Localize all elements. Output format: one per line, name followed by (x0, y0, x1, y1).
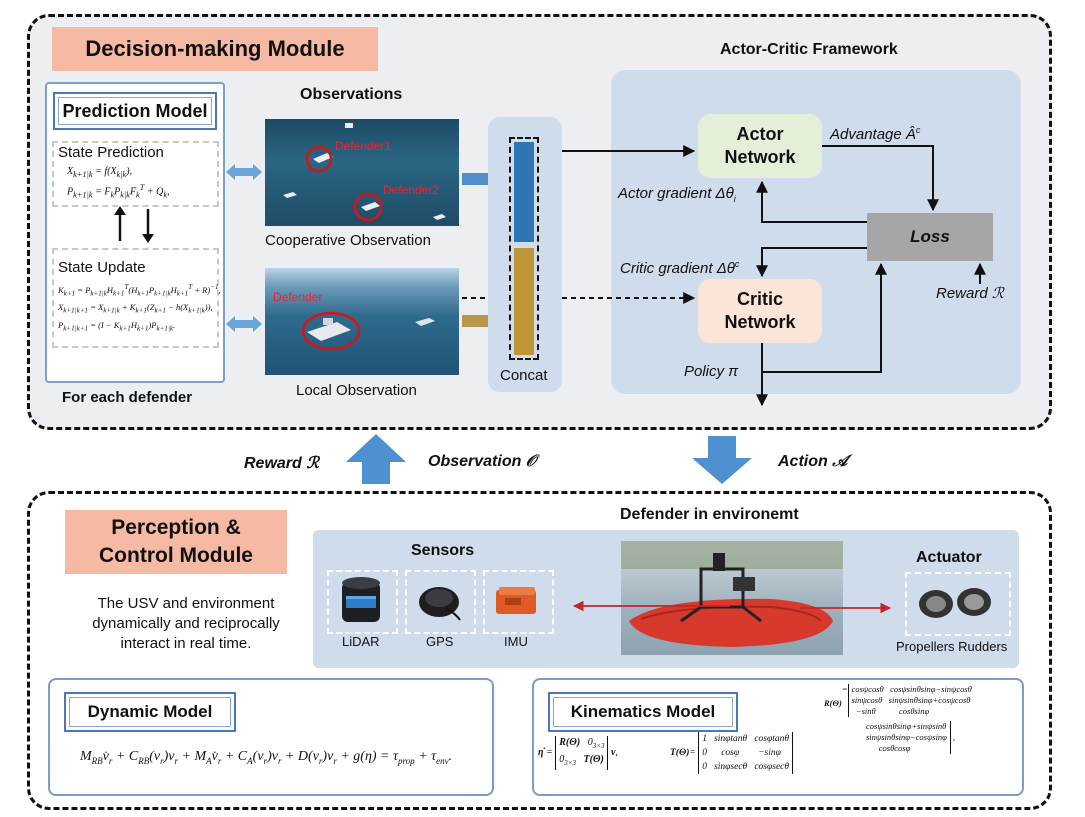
lidar-icon (342, 577, 380, 622)
state-update-label: State Update (58, 259, 146, 276)
defender2-label: Defender2 (383, 183, 440, 197)
imu-sensor-box (483, 570, 554, 634)
critic-network-line1: Critic (736, 289, 783, 309)
kinematics-T-equation: T(Θ)= 1 sinφtanθ cosφtanθ 0 cosφ −sinφ 0… (670, 732, 794, 774)
lidar-label: LiDAR (342, 634, 380, 649)
actuator-title: Actuator (916, 549, 982, 566)
critic-gradient-label: Critic gradient Δθc (620, 259, 740, 277)
cooperative-observation-image: Defender1 Defender2 (265, 119, 459, 226)
gps-sensor-box (405, 570, 476, 634)
state-prediction-label: State Prediction (58, 144, 164, 161)
update-eq-1: Kk+1 = Pk+1|kHk+1T(Hk+1Pk+1|kHk+1T + R)−… (58, 283, 221, 298)
dynamic-model-title: Dynamic Model (87, 702, 213, 721)
reward-input-label: Reward ℛ (936, 285, 1004, 302)
actor-gradient-label: Actor gradient Δθi (618, 185, 736, 204)
update-eq-2: Xk+1|k+1 = Xk+1|k + Kk+1(Zk+1 − h(Xk+1|k… (58, 302, 213, 315)
local-observation-caption: Local Observation (296, 382, 417, 399)
prediction-model-panel (45, 82, 225, 383)
concat-vector (509, 137, 539, 360)
defender1-label: Defender1 (335, 139, 392, 153)
reward-flow-label: Reward ℛ (244, 455, 320, 472)
defender-label: Defender (273, 290, 323, 304)
dynamic-model-equation: MRBv̇r + CRB(vr)vr + MAv̇r + CA(vr)vr + … (80, 749, 453, 766)
concat-local-segment (514, 248, 534, 355)
actor-network-line1: Actor (736, 124, 784, 144)
sensors-title: Sensors (411, 542, 475, 559)
state-cycle-arrows (114, 206, 154, 243)
actor-network-line2: Network (724, 147, 796, 167)
kinematics-model-title-box: Kinematics Model (548, 692, 738, 732)
reward-up-arrow (346, 434, 406, 484)
actuator-caption: Propellers Rudders (896, 639, 1008, 654)
state-update-box (52, 248, 219, 348)
perception-module-title: Perception &Control Module (65, 510, 287, 574)
dynamic-model-title-box: Dynamic Model (64, 692, 236, 732)
double-arrow-top (226, 164, 262, 180)
observation-flow-label: Observation 𝒪 (428, 453, 536, 470)
cooperative-observation-caption: Cooperative Observation (265, 232, 431, 249)
action-down-arrow (692, 436, 752, 484)
concat-cooperative-segment (514, 142, 534, 242)
defender-usv-photo (621, 541, 843, 655)
concat-label: Concat (500, 367, 548, 384)
policy-label: Policy π (684, 363, 739, 380)
decision-module-title: Decision-making Module (52, 27, 378, 71)
propeller-icon (919, 588, 991, 618)
for-each-defender-label: For each defender (62, 389, 193, 406)
critic-network-line2: Network (724, 312, 796, 332)
imu-label: IMU (504, 634, 528, 649)
prediction-eq-1: Xk+1|k = f(Xk|k), (67, 166, 133, 179)
actuator-box (905, 572, 1011, 636)
environment-title: Defender in environemt (620, 506, 799, 523)
action-flow-label: Action 𝒜 (778, 453, 848, 470)
state-prediction-box (52, 141, 219, 207)
sensor-actuator-connectors (572, 600, 892, 614)
observations-title: Observations (300, 86, 403, 103)
perception-description: The USV and environment dynamically and … (92, 595, 280, 652)
lidar-sensor-box (327, 570, 398, 634)
loss-box: Loss (867, 213, 993, 261)
local-observation-image: Defender (265, 268, 459, 375)
advantage-label: Advantage Âc (830, 125, 921, 143)
actor-critic-title: Actor-Critic Framework (720, 41, 898, 58)
gps-label: GPS (426, 634, 454, 649)
kinematics-model-title: Kinematics Model (570, 702, 716, 721)
imu-icon (496, 587, 536, 614)
gps-icon (419, 587, 461, 621)
update-eq-3: Pk+1|k+1 = (I − Kk+1Hk+1)Pk+1|k. (58, 320, 176, 333)
kinematics-eta-equation: η̇ = R(Θ) 03×3 03×3 T(Θ) v, (538, 736, 618, 770)
prediction-model-title-box: Prediction Model (53, 92, 217, 130)
prediction-model-title: Prediction Model (62, 100, 208, 121)
double-arrow-bottom (226, 316, 262, 332)
kinematics-R-equation: R(Θ)= cosψcosθ cosψsinθsinφ−sinψcosθ sin… (824, 684, 972, 754)
prediction-eq-2: Pk+1|k = FkPk|kFkT + Qk, (67, 183, 170, 200)
loss-label: Loss (910, 227, 950, 246)
